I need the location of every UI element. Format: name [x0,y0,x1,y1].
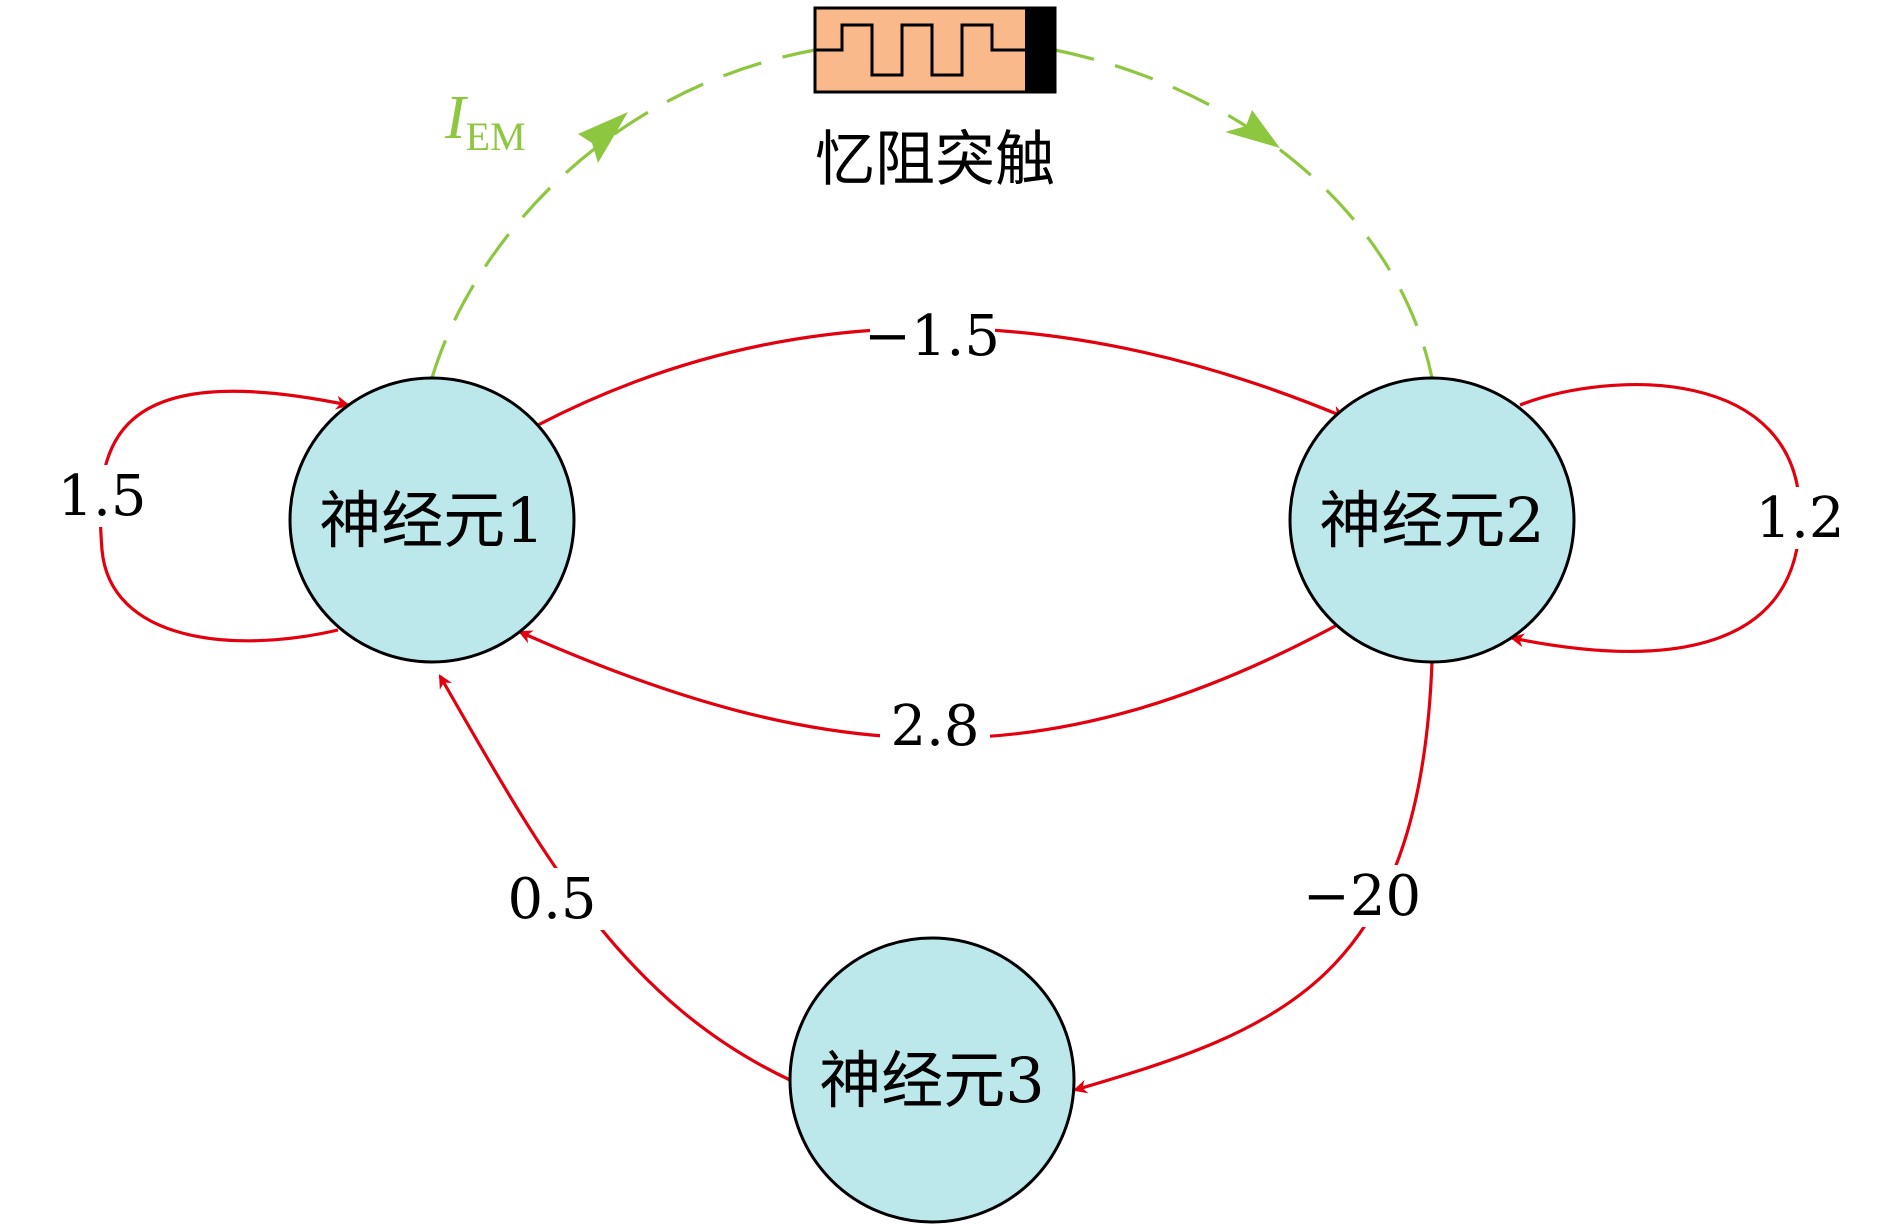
edge-label-n3-n1: 0.5 [507,867,596,932]
neuron-node-2: 神经元2 [1288,376,1576,664]
memristor: 忆阻突触 [813,6,1057,195]
neuron-node-1: 神经元1 [288,376,576,664]
memristor-polarity-band [1025,8,1055,92]
em-path-right [1054,48,1434,379]
neuron-2-label: 神经元2 [1319,484,1544,557]
em-arrow-left [578,112,628,163]
edge-label-self-n1: 1.5 [57,464,146,529]
edge-label-n1-n2: −1.5 [864,304,1000,369]
label-bg-self-n1 [52,465,152,527]
edge-labels: 1.5 −1.5 2.8 1.2 0.5 −20 [52,304,1852,932]
label-bg-self-n2 [1747,487,1852,549]
em-path-left [430,48,816,379]
edge-n3-n1 [438,674,791,1082]
edge-label-n2-n3: −20 [1303,864,1421,929]
em-current-label: IEM [444,84,526,159]
label-bg-n2-n3 [1305,865,1420,927]
edge-n2-n3 [1072,661,1434,1094]
em-arrow-right [1225,110,1280,148]
em-coupling: IEM [430,48,1434,379]
neuron-3-circle [788,936,1076,1224]
edge-self-n1 [98,389,351,643]
memristor-title: 忆阻突触 [815,125,1055,195]
neuron-1-circle [288,376,576,664]
label-bg-n2-n1 [880,695,990,757]
label-bg-n3-n1 [497,868,607,930]
neuron-1-label: 神经元1 [319,484,544,557]
edge-label-n2-n1: 2.8 [890,694,979,759]
neuron-2-circle [1288,376,1576,664]
em-current-subscript: EM [466,114,526,159]
memristor-waveform [815,23,1025,77]
em-current-symbol: I [444,84,469,152]
neuron-node-3: 神经元3 [788,936,1076,1224]
label-bg-n1-n2 [870,305,995,367]
edge-label-self-n2: 1.2 [1755,486,1844,551]
neuron-3-label: 神经元3 [819,1044,1044,1117]
